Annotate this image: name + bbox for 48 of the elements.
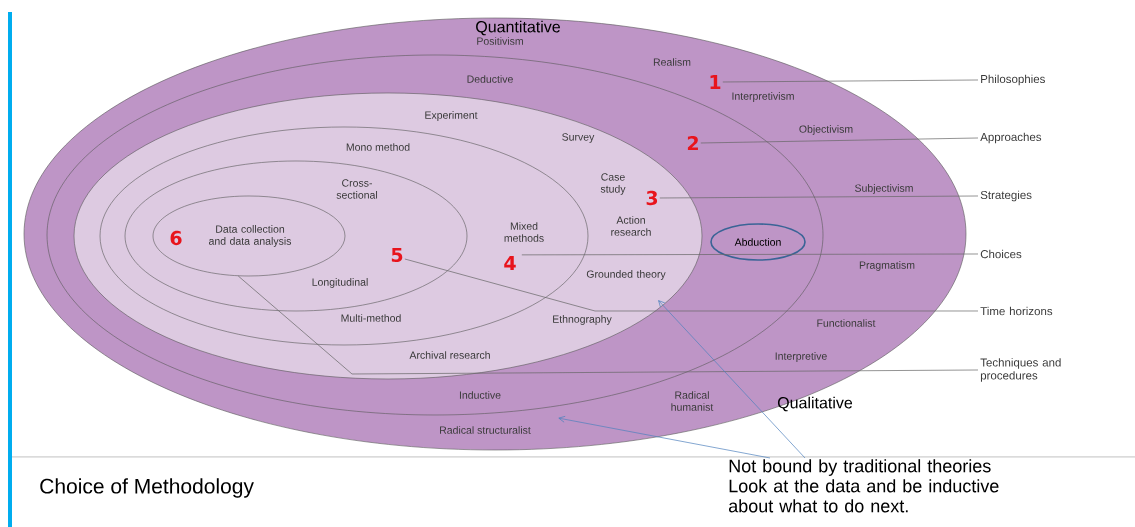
layer-number: 4 [504,256,516,270]
layer-name: Time horizons [980,306,1053,316]
layer-label: Longitudinal [312,278,368,288]
leader-line [700,137,979,144]
layer-label: Ethnography [553,315,612,325]
layer-name: Choices [980,249,1022,259]
layer-label: Mono method [346,143,410,151]
layer-label: Positivism [477,37,523,45]
layer-name: Philosophies [981,74,1045,86]
axis-label: Quantitative [476,20,560,36]
axis-label: Qualitative [777,396,853,412]
layer-number: 2 [687,135,698,151]
layer-label: Objectivism [799,125,853,135]
layer-label: Functionalist [817,319,876,327]
layer-label: Archival research [409,351,490,359]
note-text: Not bound by traditional theories Look at the data and be inductive about what to do next. [728,459,999,513]
title: Choice of Methodology [40,478,254,498]
layer-label: Realism [653,58,691,66]
layer-label: Radical structuralist [440,426,531,434]
layer-label: Cross-sectional [336,179,377,199]
layer-label: Radical humanist [671,391,714,411]
arrow [558,415,771,459]
layer-label: Interpretive [775,352,827,362]
arrow [658,300,806,459]
layer-label: Grounded theory [586,270,666,280]
layer-name: Techniques and procedures [980,358,1061,382]
layer-label: Survey [562,133,595,143]
layer-label: Action research [611,216,651,236]
layer-label: Experiment [425,111,478,121]
layer-label: Mixed methods [504,222,544,242]
leader-line [659,195,979,199]
layer-label: Pragmatism [859,261,915,271]
leader-line [237,275,979,375]
leader-line [404,258,979,312]
layer-number: 1 [710,75,721,89]
layer-name: Approaches [980,132,1042,144]
layer-name: Strategies [980,190,1032,202]
layer-label: Case study [600,173,626,195]
layer-label: Deductive [467,75,513,83]
layer-number: 3 [646,190,658,206]
layer-label: Data collection and data analysis [209,225,292,247]
layer-label: Interpretivism [732,92,794,102]
layer-label: Multi-method [341,314,401,322]
layer-label: Inductive [459,391,501,399]
layer-label: Subjectivism [855,184,913,194]
layer-number: 5 [391,247,403,263]
leader-line [722,79,979,83]
layer-number: 6 [170,230,182,246]
